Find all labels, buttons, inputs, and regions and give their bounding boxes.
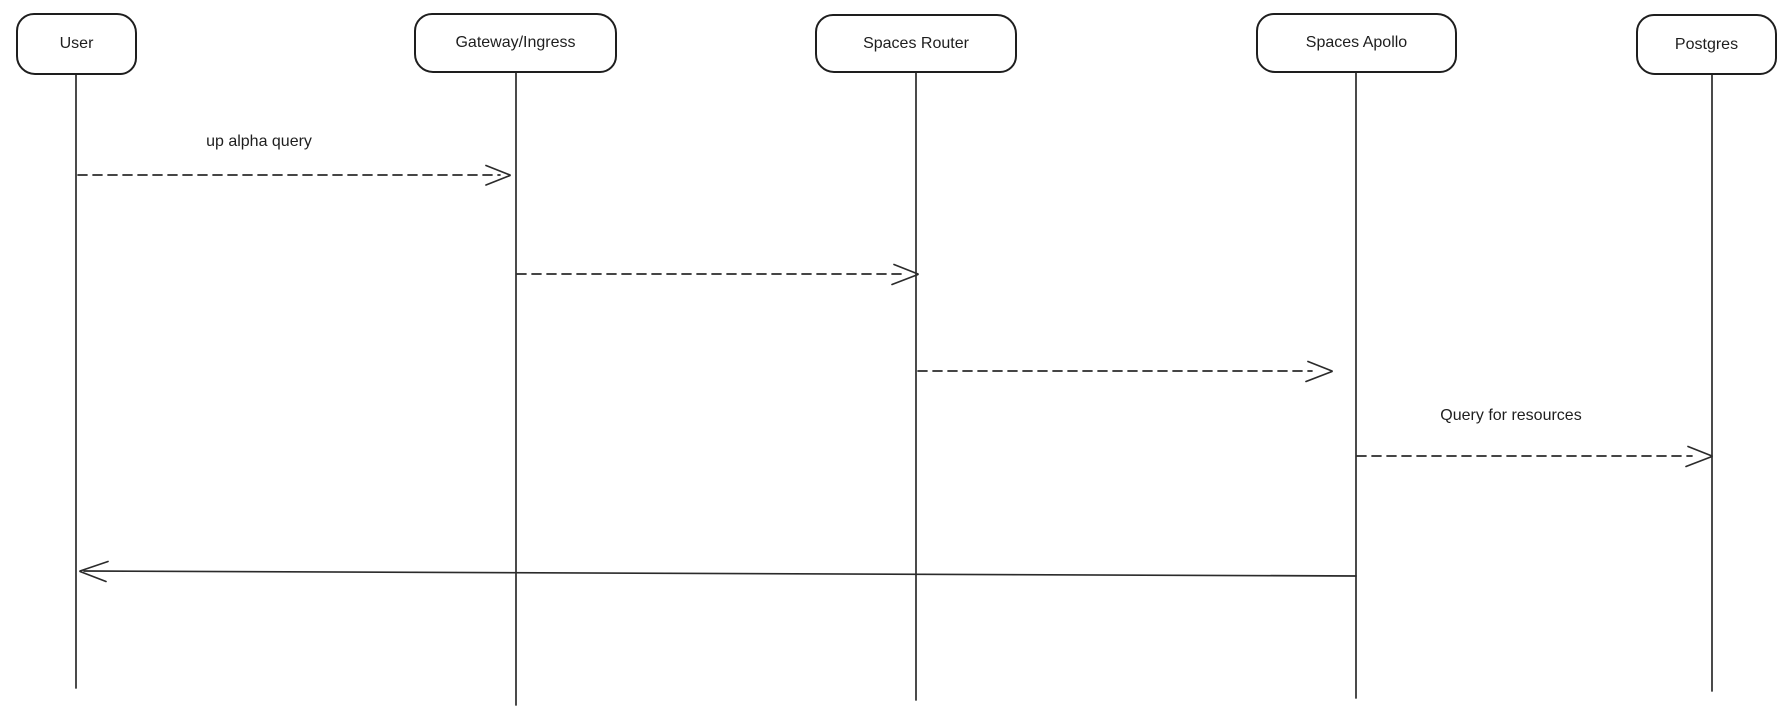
participant-spaces-router: Spaces Router [815,14,1017,73]
participant-gateway-ingress: Gateway/Ingress [414,13,617,73]
message-label-up-alpha-query: up alpha query [206,133,312,150]
arrowhead-left-icon [79,560,109,583]
participant-label: Spaces Apollo [1305,34,1408,51]
message-arrow-1 [77,164,511,186]
participant-label: User [59,35,94,52]
message-arrow-5 [79,560,1357,583]
arrowhead-right-icon [1305,360,1333,383]
arrowhead-right-icon [1685,445,1713,468]
arrowhead-right-icon [485,164,511,186]
arrowhead-right-icon [891,263,919,286]
participant-label: Postgres [1674,35,1739,53]
participant-user: User [16,13,137,75]
participant-postgres: Postgres [1636,14,1777,75]
message-arrow-2 [516,263,919,286]
participant-label: Gateway/Ingress [455,34,576,51]
participant-spaces-apollo: Spaces Apollo [1256,13,1457,73]
participant-label: Spaces Router [863,34,969,52]
message-arrow-3 [917,360,1333,383]
message-arrow-4 [1356,445,1713,468]
message-label-query-for-resources: Query for resources [1440,407,1582,424]
